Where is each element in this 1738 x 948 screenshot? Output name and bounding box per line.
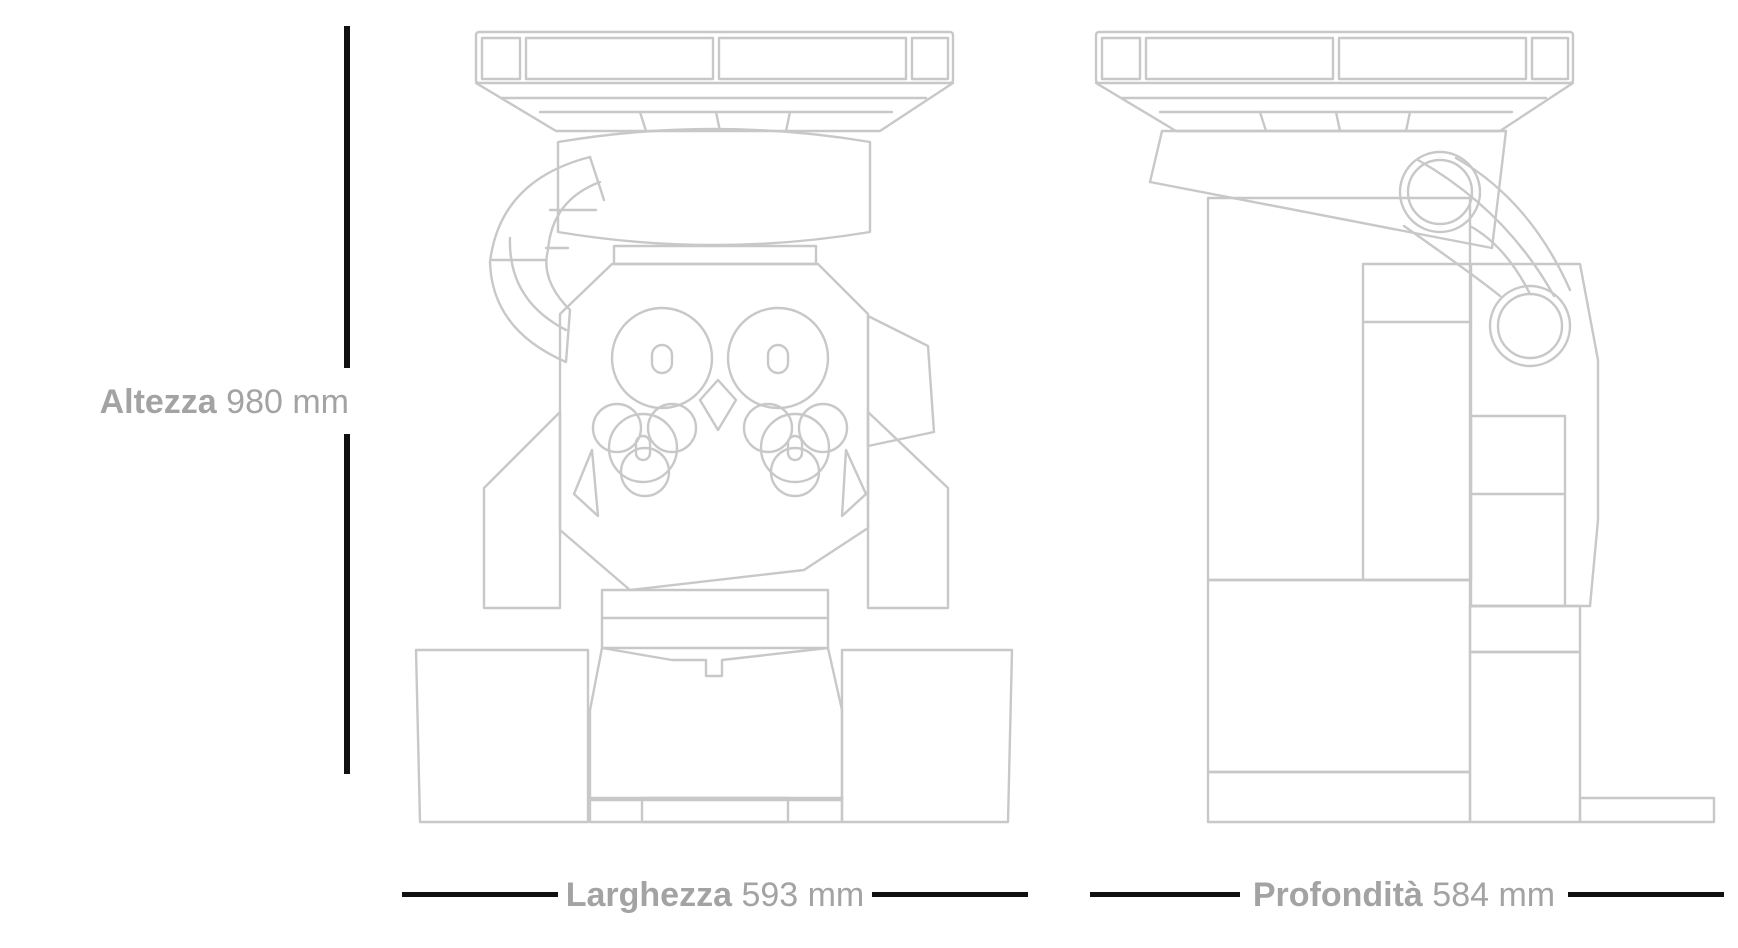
- width-bar-right: [872, 892, 1028, 897]
- depth-bar-right: [1568, 892, 1724, 897]
- height-bar-lower: [344, 434, 350, 774]
- height-bar-upper: [344, 26, 350, 368]
- height-dimension-label: Altezza 980 mm: [100, 383, 349, 421]
- width-dimension-label: Larghezza 593 mm: [566, 876, 865, 914]
- height-label: Altezza: [100, 383, 218, 421]
- machine-side-view: [1094, 30, 1716, 824]
- width-value: 593 mm: [741, 876, 864, 914]
- depth-value: 584 mm: [1432, 876, 1555, 914]
- depth-bar-left: [1090, 892, 1240, 897]
- depth-label: Profondità: [1253, 876, 1423, 914]
- width-bar-left: [402, 892, 558, 897]
- machine-front-view: [414, 30, 1014, 824]
- height-value: 980 mm: [226, 383, 349, 421]
- width-label: Larghezza: [566, 876, 733, 914]
- depth-dimension-label: Profondità 584 mm: [1253, 876, 1555, 914]
